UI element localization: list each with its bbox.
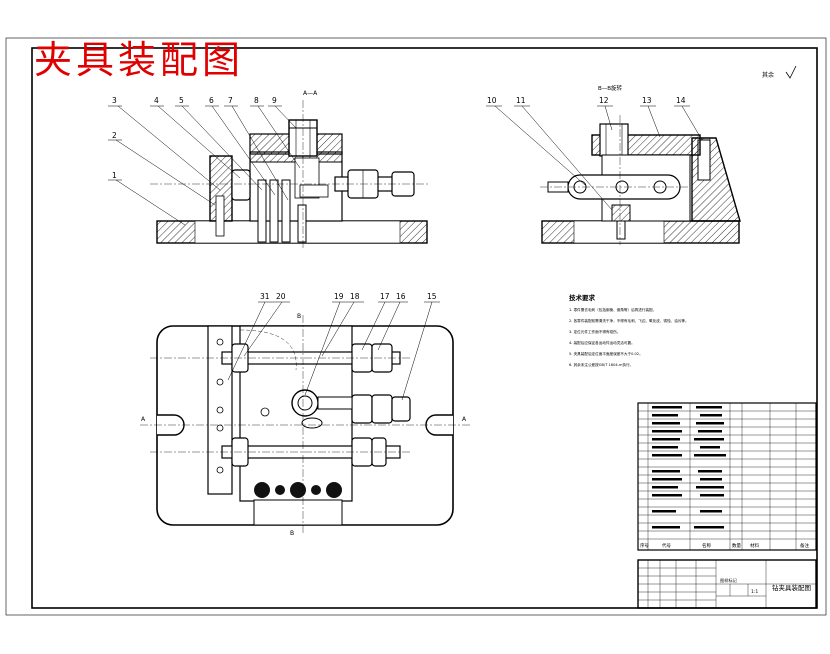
callout-11: 11 [516, 96, 526, 105]
callout-20: 20 [276, 292, 286, 301]
title-block [637, 559, 817, 609]
callout-17: 17 [380, 292, 390, 301]
tech-req-item: 5. 夹具装配后定位面平面度误差不大于0.02。 [569, 351, 643, 356]
callout-9: 9 [272, 96, 277, 105]
callout-8: 8 [254, 96, 259, 105]
drawing-red-title: 夹具装配图 [34, 38, 245, 82]
callout-31: 31 [260, 292, 270, 301]
tech-requirements: 技术要求 1. 零件需去毛刺（包括倒棱、倒角等）后再进行装配。 2. 各零件装配… [569, 293, 689, 367]
tech-req-item: 3. 定位元件工作面不得有碰伤。 [569, 329, 620, 334]
callout-3: 3 [112, 96, 117, 105]
callout-10: 10 [487, 96, 497, 105]
side-section-view: B—B旋转 其余 [486, 65, 797, 245]
callout-15: 15 [427, 292, 437, 301]
front-view-label: A—A [303, 90, 318, 97]
section-mark-b-top: B [297, 313, 301, 320]
callout-1: 1 [112, 171, 117, 180]
callout-16: 16 [396, 292, 406, 301]
section-mark-a-right: A [462, 416, 467, 423]
callout-2: 2 [112, 131, 117, 140]
side-view-label: B—B旋转 [598, 84, 623, 92]
sheet-outer-border [5, 37, 827, 616]
callout-6: 6 [209, 96, 214, 105]
callout-19: 19 [334, 292, 344, 301]
surface-roughness-mark: 其余 [762, 71, 774, 79]
callout-12: 12 [599, 96, 609, 105]
callout-4: 4 [154, 96, 159, 105]
bom-header-code: 代号 [662, 542, 671, 549]
bom-header: 序号 代号 名称 数量 材料 备注 [640, 542, 809, 549]
callout-18: 18 [350, 292, 360, 301]
section-mark-b-bottom: B [290, 530, 294, 537]
bom-header-qty: 数量 [732, 542, 741, 549]
title-block-drawing-name: 钻夹具装配图 [772, 583, 811, 592]
tech-req-item: 4. 装配后应保证各运动件运动灵活可靠。 [569, 340, 635, 345]
tech-req-item: 6. 其余未注公差按GB/T 1804-m执行。 [569, 362, 633, 367]
bom-header-name: 名称 [702, 542, 711, 549]
callout-7: 7 [228, 96, 233, 105]
title-block-material-label: 图样标记 [720, 577, 738, 584]
bom-header-material: 材料 [750, 542, 759, 549]
section-mark-a-left: A [141, 416, 146, 423]
callout-14: 14 [676, 96, 686, 105]
top-view: A A B B 31 20 19 18 17 16 15 [140, 292, 470, 537]
title-block-scale: 1:1 [751, 589, 758, 595]
callout-5: 5 [179, 96, 184, 105]
callout-13: 13 [642, 96, 652, 105]
bill-of-materials [637, 402, 817, 551]
tech-req-item: 2. 各零件装配前需清洗干净，不得有毛刺、飞边、氧化皮、锈蚀、油污等。 [569, 318, 689, 323]
bom-header-index: 序号 [640, 542, 649, 549]
bushing-row [254, 482, 342, 498]
bom-header-remark: 备注 [800, 542, 809, 549]
tech-req-title: 技术要求 [569, 293, 596, 302]
tech-req-item: 1. 零件需去毛刺（包括倒棱、倒角等）后再进行装配。 [569, 307, 656, 312]
front-section-view: A—A [108, 90, 430, 250]
sheet-inner-border [31, 47, 818, 609]
